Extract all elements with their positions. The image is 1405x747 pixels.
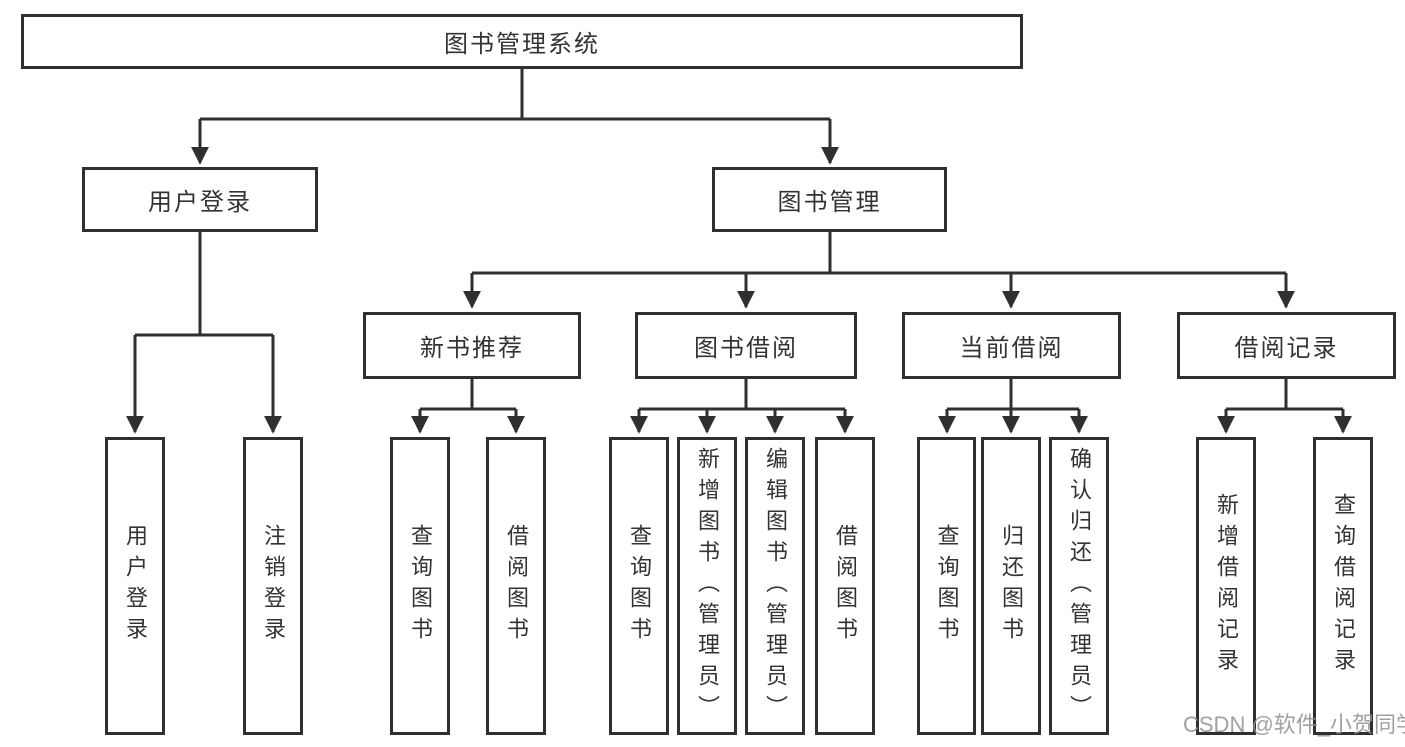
leaf-query-books-current: 查询图书 bbox=[917, 437, 976, 735]
leaf-query-borrow-record-label: 查询借阅记录 bbox=[1331, 493, 1356, 679]
node-user-login: 用户登录 bbox=[82, 167, 318, 232]
leaf-borrow-books-borrow-label: 借阅图书 bbox=[833, 524, 858, 648]
leaf-query-books-current-label: 查询图书 bbox=[934, 524, 960, 648]
leaf-add-borrow-record: 新增借阅记录 bbox=[1196, 437, 1256, 735]
leaf-borrow-books-borrow: 借阅图书 bbox=[815, 437, 875, 735]
leaf-query-books-borrow: 查询图书 bbox=[609, 437, 669, 735]
node-root: 图书管理系统 bbox=[21, 14, 1023, 69]
leaf-return-books-label: 归还图书 bbox=[999, 524, 1024, 648]
leaf-query-books-recommend: 查询图书 bbox=[390, 437, 450, 735]
leaf-edit-book-admin: 编辑图书（管理员） bbox=[745, 437, 805, 735]
leaf-logout-label: 注销登录 bbox=[261, 524, 286, 648]
node-new-book-recommend: 新书推荐 bbox=[363, 312, 581, 379]
leaf-logout: 注销登录 bbox=[243, 437, 303, 735]
leaf-return-books: 归还图书 bbox=[981, 437, 1041, 735]
leaf-add-book-admin-label: 新增图书（管理员） bbox=[695, 446, 720, 726]
leaf-query-borrow-record: 查询借阅记录 bbox=[1313, 437, 1373, 735]
leaf-user-login: 用户登录 bbox=[105, 437, 165, 735]
leaf-query-books-borrow-label: 查询图书 bbox=[627, 524, 652, 648]
leaf-borrow-books-recommend: 借阅图书 bbox=[486, 437, 546, 735]
node-book-borrow: 图书借阅 bbox=[635, 312, 857, 379]
leaf-add-borrow-record-label: 新增借阅记录 bbox=[1214, 493, 1239, 679]
leaf-query-books-recommend-label: 查询图书 bbox=[408, 524, 433, 648]
node-book-management: 图书管理 bbox=[712, 167, 947, 232]
watermark: CSDN @软件_小贺同学 bbox=[1183, 712, 1405, 737]
leaf-confirm-return-admin: 确认归还（管理员） bbox=[1049, 437, 1109, 735]
leaf-confirm-return-admin-label: 确认归还（管理员） bbox=[1067, 446, 1092, 726]
leaf-borrow-books-recommend-label: 借阅图书 bbox=[504, 524, 529, 648]
leaf-edit-book-admin-label: 编辑图书（管理员） bbox=[763, 446, 788, 726]
leaf-user-login-label: 用户登录 bbox=[123, 524, 148, 648]
node-current-borrow: 当前借阅 bbox=[902, 312, 1121, 379]
node-borrow-records: 借阅记录 bbox=[1177, 312, 1396, 379]
leaf-add-book-admin: 新增图书（管理员） bbox=[677, 437, 737, 735]
